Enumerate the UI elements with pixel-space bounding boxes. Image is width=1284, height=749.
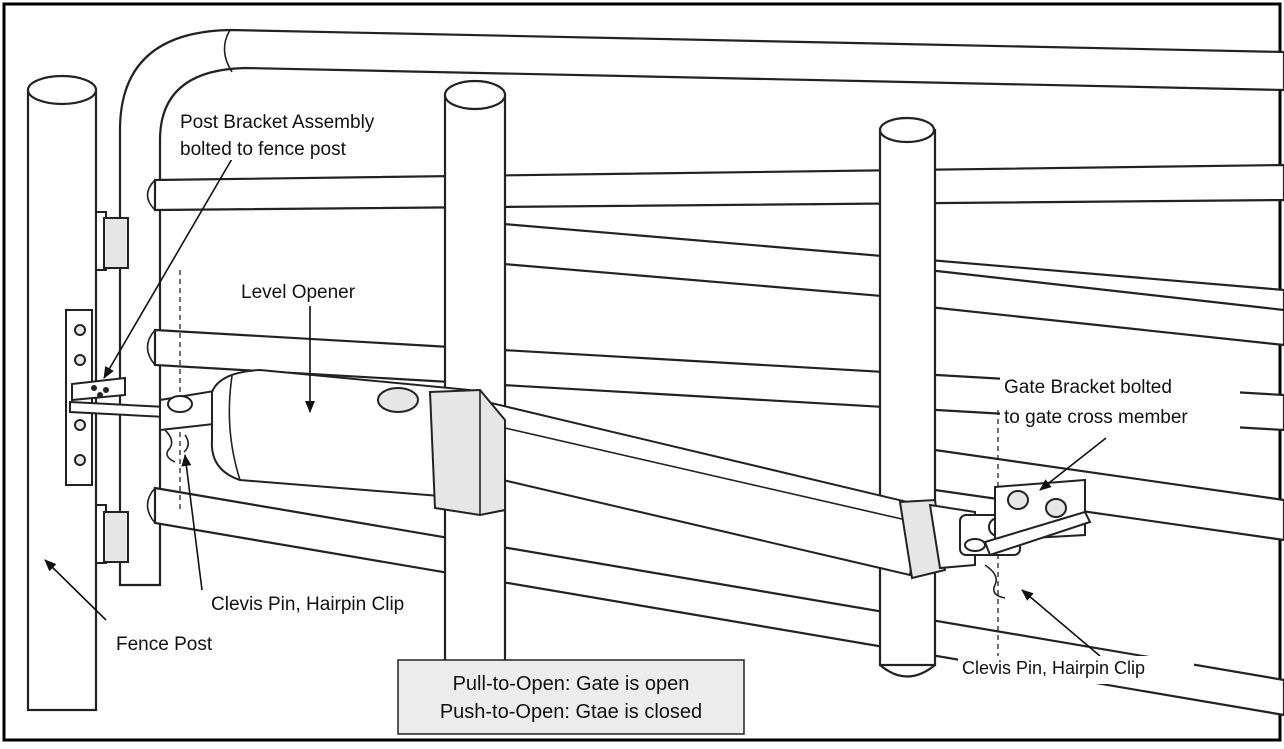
label-post-bracket-line1: Post Bracket Assembly xyxy=(180,112,375,133)
label-post-bracket: Post Bracket Assembly bolted to fence po… xyxy=(178,108,440,160)
hinge-upper xyxy=(96,212,128,270)
note-line-2: Push-to-Open: Gtae is closed xyxy=(440,701,702,723)
gate-upright-right xyxy=(880,118,935,677)
note-box: Pull-to-Open: Gate is open Push-to-Open:… xyxy=(398,660,744,734)
label-post-bracket-line2: bolted to fence post xyxy=(180,139,347,160)
label-fence-post: Fence Post xyxy=(116,634,213,655)
label-fence-post-group: Fence Post xyxy=(112,630,242,658)
label-clevis-right-group: Clevis Pin, Hairpin Clip xyxy=(958,656,1194,684)
label-clevis-right: Clevis Pin, Hairpin Clip xyxy=(962,658,1145,678)
label-gate-bracket: Gate Bracket bolted to gate cross member xyxy=(1000,373,1240,433)
note-line-1: Pull-to-Open: Gate is open xyxy=(453,673,690,695)
label-level-opener-group: Level Opener xyxy=(238,278,378,306)
label-level-opener: Level Opener xyxy=(241,282,356,303)
label-clevis-left-group: Clevis Pin, Hairpin Clip xyxy=(208,590,436,618)
label-clevis-left: Clevis Pin, Hairpin Clip xyxy=(211,594,404,615)
label-gate-bracket-line1: Gate Bracket bolted xyxy=(1004,377,1172,398)
label-gate-bracket-line2: to gate cross member xyxy=(1004,407,1188,428)
gate-upright-middle xyxy=(445,81,505,678)
hinge-lower xyxy=(96,505,128,563)
